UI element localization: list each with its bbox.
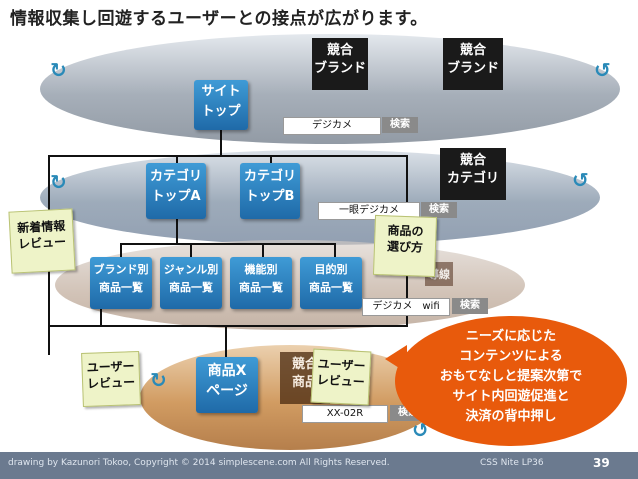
tree-connector	[48, 325, 408, 327]
search-input[interactable]: XX-02R	[302, 405, 388, 423]
tree-connector	[190, 243, 192, 257]
callout-bubble	[395, 316, 627, 446]
tree-connector	[262, 243, 264, 257]
tree-connector	[176, 215, 178, 245]
tree-connector	[334, 243, 336, 257]
footer-credit: drawing by Kazunori Tokoo, Copyright © 2…	[8, 458, 390, 468]
competitor-brand-box: 競合 ブランド	[443, 38, 503, 90]
search-button[interactable]: 検索	[382, 117, 418, 133]
tree-connector	[225, 327, 227, 357]
rotate-arrow-left-icon: ↻	[50, 58, 67, 82]
rotate-arrow-left-icon: ↻	[50, 170, 67, 194]
search-input[interactable]: デジカメ	[283, 117, 381, 135]
tree-connector	[272, 155, 406, 157]
competitor-brand-box: 競合 ブランド	[312, 38, 368, 90]
tree-connector	[220, 128, 222, 156]
tree-connector	[176, 155, 178, 167]
tree-connector	[270, 155, 272, 167]
callout-text: ニーズに応じた コンテンツによる おもてなしと提案次第で サイト内回遊促進と 決…	[439, 329, 583, 424]
brand-list-node: ブランド別 商品一覧	[90, 257, 152, 309]
footer-bar	[0, 452, 638, 479]
product-guide-note: 商品の 選び方	[372, 214, 438, 278]
rotate-arrow-left-icon: ↻	[150, 368, 167, 392]
search-input[interactable]: デジカメ wifi	[362, 298, 450, 316]
purpose-list-node: 目的別 商品一覧	[300, 257, 362, 309]
page-title: 情報収集し回遊するユーザーとの接点が広がります。	[10, 9, 428, 29]
genre-list-node: ジャンル別 商品一覧	[160, 257, 222, 309]
category-top-b-node: カテゴリ トップB	[240, 163, 300, 219]
tree-connector	[100, 305, 102, 325]
product-x-node: 商品X ページ	[196, 357, 258, 413]
tree-connector	[48, 155, 176, 157]
site-top-node: サイト トップ	[194, 80, 248, 130]
footer-event: CSS Nite LP36	[480, 458, 544, 468]
new-info-review-note: 新着情報 レビュー	[8, 208, 76, 274]
function-list-node: 機能別 商品一覧	[230, 257, 292, 309]
search-button[interactable]: 検索	[452, 298, 488, 314]
page-number: 39	[593, 456, 610, 470]
competitor-category-box: 競合 カテゴリ	[440, 148, 506, 200]
category-top-a-node: カテゴリ トップA	[146, 163, 206, 219]
category-layer-ring	[40, 150, 600, 245]
search-button[interactable]: 検索	[421, 202, 457, 218]
tree-connector	[120, 243, 336, 245]
rotate-arrow-right-icon: ↺	[594, 58, 611, 82]
rotate-arrow-right-icon: ↺	[572, 168, 589, 192]
user-review-note: ユーザー レビュー	[310, 348, 372, 406]
tree-connector	[176, 155, 272, 157]
user-review-note: ユーザー レビュー	[81, 351, 141, 407]
tree-connector	[120, 243, 122, 257]
